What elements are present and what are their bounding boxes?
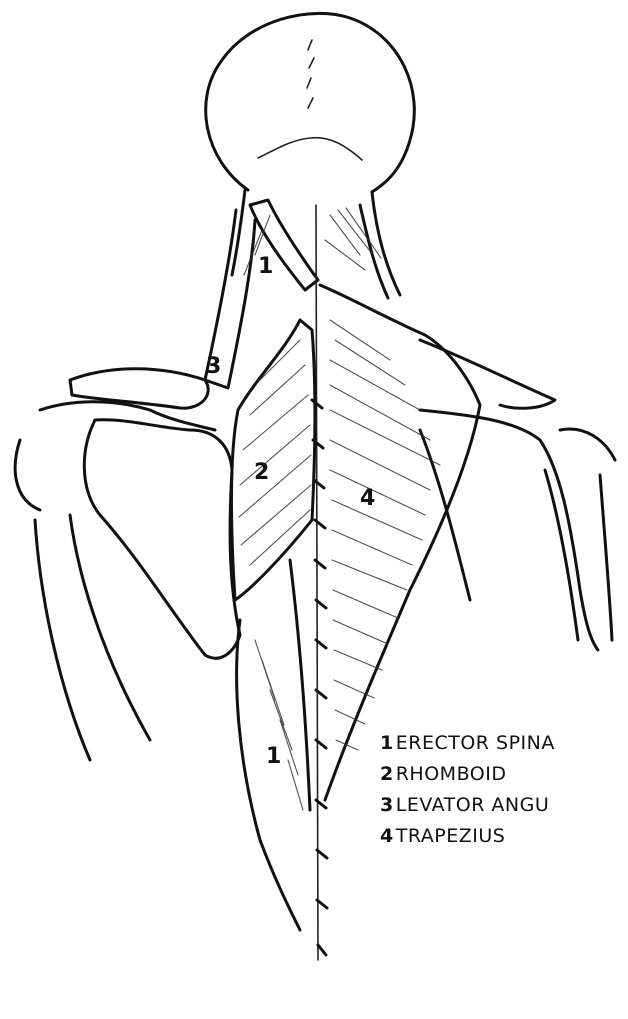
right-scapula (420, 410, 598, 650)
legend-number: 2 (380, 763, 394, 785)
legend-label: RHOMBOID (396, 763, 507, 785)
legend-label: ERECTOR SPINA (396, 732, 555, 754)
left-arm-inner (70, 515, 150, 740)
legend-number: 3 (380, 794, 394, 816)
left-scapula (84, 420, 240, 659)
marker-erector-spinae-lower: 1 (266, 746, 281, 768)
head-spine-marks (307, 40, 314, 108)
right-acromion (420, 340, 555, 408)
skull-base-line (258, 138, 362, 160)
spine-midline (316, 205, 318, 960)
legend-label: LEVATOR ANGU (396, 794, 550, 816)
legend-number: 1 (380, 732, 394, 754)
legend-label: TRAPEZIUS (396, 825, 506, 847)
right-humerus (545, 429, 615, 640)
left-humerus-head (15, 440, 40, 510)
left-arm-outer (35, 520, 90, 760)
marker-erector-spinae-neck: 1 (258, 256, 273, 278)
rhomboid-hatching (239, 340, 311, 565)
rhomboid-outline (232, 320, 315, 600)
neck-right (372, 192, 400, 295)
marker-trapezius: 4 (360, 488, 375, 510)
legend-number: 4 (380, 825, 394, 847)
trapezius-hatching (330, 320, 440, 750)
marker-levator-anguli: 3 (206, 356, 221, 378)
erector-hatching (255, 640, 303, 810)
marker-rhomboid: 2 (254, 462, 269, 484)
left-acromion (40, 402, 215, 430)
